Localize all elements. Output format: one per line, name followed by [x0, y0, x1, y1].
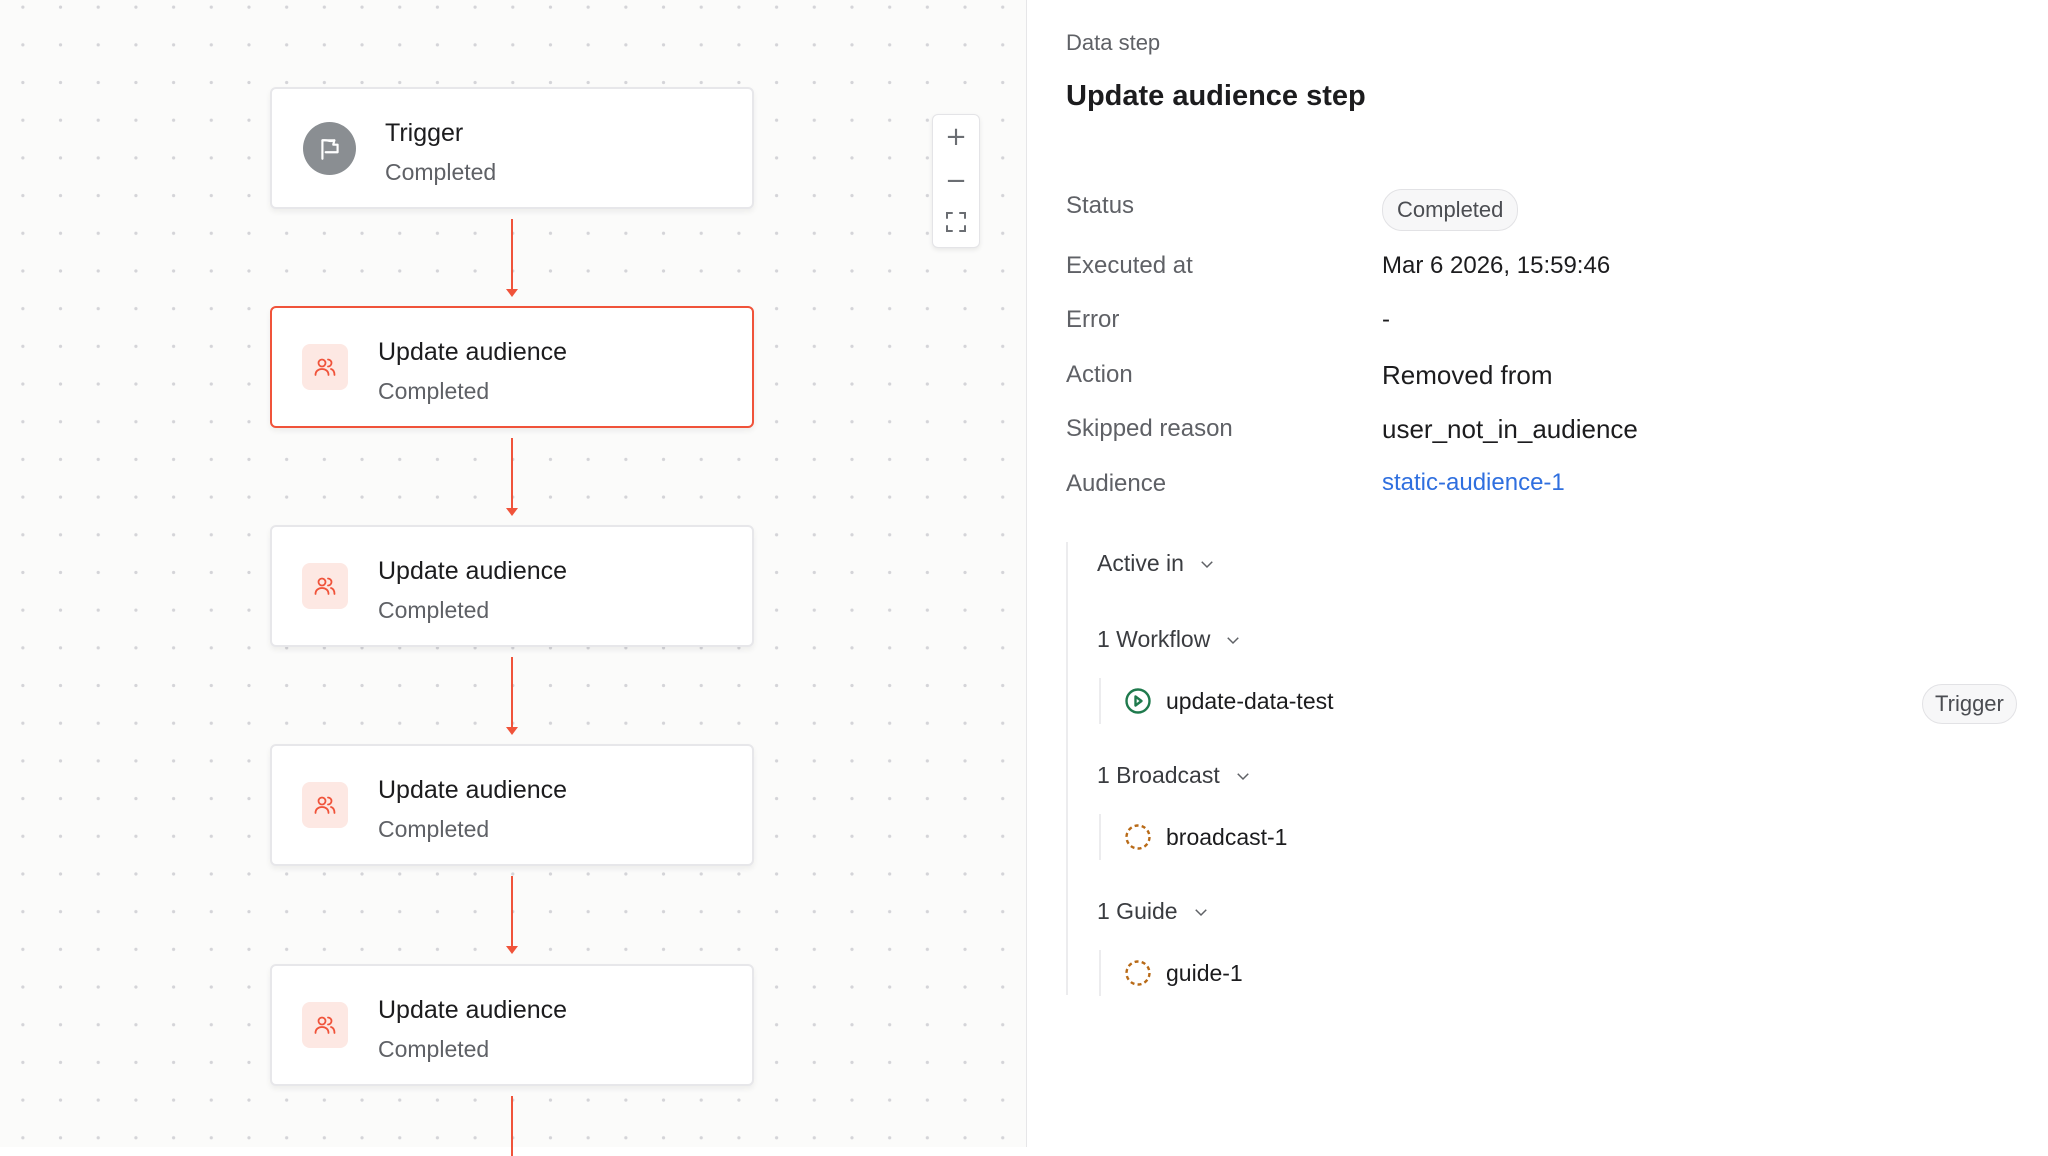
zoom-controls: + −: [932, 114, 980, 248]
status-badge: Completed: [1382, 189, 1519, 231]
broadcasts-toggle[interactable]: 1 Broadcast: [1097, 762, 1252, 789]
chevron-down-icon: [1227, 636, 1240, 644]
active-in-toggle[interactable]: Active in: [1097, 550, 1216, 577]
error-label: Error: [1066, 306, 1120, 333]
audience-label: Audience: [1066, 470, 1167, 497]
workflows-toggle[interactable]: 1 Workflow: [1097, 626, 1242, 653]
trigger-badge: Trigger: [1922, 684, 2017, 724]
node-status: Completed: [378, 1036, 490, 1062]
dashed-circle-icon: [1125, 960, 1151, 986]
users-icon: [302, 563, 348, 609]
chevron-down-icon: [1201, 560, 1213, 568]
workflow-canvas[interactable]: Trigger Completed Update audience Comple…: [0, 0, 1027, 1156]
node-update-audience-1[interactable]: Update audience Completed: [270, 306, 754, 428]
workflow-item[interactable]: update-data-test: [1124, 687, 1334, 715]
guide-name: guide-1: [1166, 959, 1243, 986]
guides-toggle[interactable]: 1 Guide: [1097, 898, 1210, 925]
flag-icon: [303, 122, 356, 175]
node-title: Update audience: [378, 776, 568, 804]
guides-label: 1 Guide: [1097, 898, 1178, 924]
broadcast-item[interactable]: broadcast-1: [1124, 823, 1287, 851]
broadcast-name: broadcast-1: [1166, 823, 1288, 850]
node-status: Completed: [378, 597, 490, 623]
node-title: Update audience: [378, 338, 568, 366]
dashed-circle-icon: [1125, 824, 1151, 850]
connector-line: [511, 1096, 513, 1156]
broadcasts-label: 1 Broadcast: [1097, 762, 1220, 788]
node-status: Completed: [378, 378, 490, 404]
executed-label: Executed at: [1066, 252, 1193, 279]
step-details-panel: [1028, 0, 2048, 1147]
users-icon: [302, 344, 348, 390]
audience-link[interactable]: static-audience-1: [1382, 469, 1565, 496]
users-icon: [302, 782, 348, 828]
list-border: [1099, 814, 1101, 860]
connector-arrow: [506, 657, 518, 735]
active-in-border: [1066, 542, 1068, 995]
fit-view-icon: [944, 210, 968, 241]
list-border: [1099, 678, 1101, 724]
connector-arrow: [506, 876, 518, 954]
status-label: Status: [1066, 192, 1135, 219]
node-title: Update audience: [378, 557, 568, 585]
chevron-down-icon: [1236, 772, 1249, 780]
list-border: [1099, 950, 1101, 996]
workflows-label: 1 Workflow: [1097, 626, 1211, 652]
action-value: Removed from: [1382, 360, 1553, 390]
node-title: Update audience: [378, 996, 568, 1024]
panel-eyebrow: Data step: [1066, 30, 1161, 55]
chevron-down-icon: [1194, 908, 1207, 916]
node-title: Trigger: [385, 119, 464, 147]
connector-arrow: [506, 219, 518, 297]
node-update-audience-3[interactable]: Update audience Completed: [270, 744, 754, 866]
users-icon: [302, 1002, 348, 1048]
panel-title: Update audience step: [1066, 80, 1366, 112]
executed-value: Mar 6 2026, 15:59:46: [1382, 252, 1611, 279]
skipped-reason-value: user_not_in_audience: [1382, 414, 1638, 444]
active-in-label: Active in: [1097, 550, 1184, 576]
node-update-audience-4[interactable]: Update audience Completed: [270, 964, 754, 1086]
skipped-reason-label: Skipped reason: [1066, 415, 1233, 442]
action-label: Action: [1066, 361, 1133, 388]
guide-item[interactable]: guide-1: [1124, 959, 1243, 987]
error-value: -: [1382, 306, 1390, 333]
zoom-out-button[interactable]: −: [933, 159, 979, 203]
node-status: Completed: [385, 159, 497, 185]
play-circle-icon: [1125, 688, 1151, 714]
node-status: Completed: [378, 816, 490, 842]
zoom-in-button[interactable]: +: [933, 115, 979, 159]
workflow-name: update-data-test: [1166, 687, 1334, 714]
node-trigger[interactable]: Trigger Completed: [270, 87, 754, 209]
fit-view-button[interactable]: [933, 203, 979, 247]
connector-arrow: [506, 438, 518, 516]
node-update-audience-2[interactable]: Update audience Completed: [270, 525, 754, 647]
